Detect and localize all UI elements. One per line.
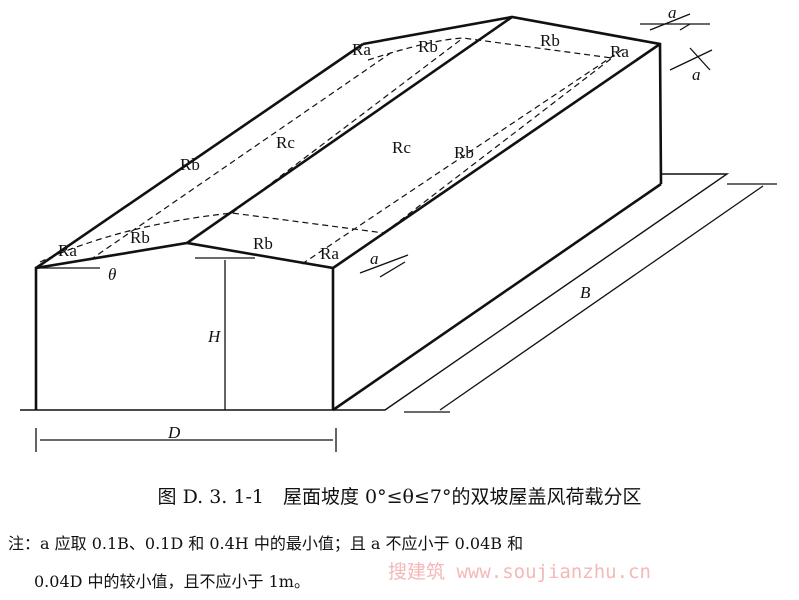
zone-label-rc: Rc	[392, 138, 411, 157]
theta-label: θ	[108, 265, 116, 284]
zone-label-rb: Rb	[454, 143, 474, 162]
note-line-1: 注：a 应取 0.1B、0.1D 和 0.4H 中的最小值；且 a 不应小于 0…	[8, 534, 524, 553]
note-line-2: 0.04D 中的较小值，且不应小于 1m。	[34, 572, 310, 591]
zone-boundaries	[39, 37, 626, 265]
ground-lines	[20, 173, 730, 411]
zone-label-rb: Rb	[540, 31, 560, 50]
zone-label-rb: Rb	[130, 228, 150, 247]
dimension-lines	[35, 13, 777, 452]
building-outline	[34, 15, 663, 412]
dim-a-label: a	[370, 249, 379, 268]
zone-label-ra: Ra	[610, 42, 629, 61]
watermark: 搜建筑 www.soujianzhu.cn	[388, 561, 651, 583]
zone-label-rb: Rb	[180, 155, 200, 174]
zone-label-rb: Rb	[253, 234, 273, 253]
zone-label-ra: Ra	[320, 244, 339, 263]
zone-label-ra: Ra	[58, 241, 77, 260]
zone-label-rc: Rc	[276, 133, 295, 152]
zone-label-rb: Rb	[418, 37, 438, 56]
figure-caption: 图 D. 3. 1-1 屋面坡度 0°≤θ≤7°的双坡屋盖风荷载分区	[157, 486, 642, 508]
zone-label-ra: Ra	[352, 40, 371, 59]
dim-d-label: D	[167, 423, 181, 442]
dim-h-label: H	[207, 327, 222, 346]
dim-a-label: a	[668, 3, 677, 22]
dim-b-label: B	[580, 283, 591, 302]
dim-a-label: a	[692, 65, 701, 84]
building-diagram: Ra Rb Rb Ra Rb Rc Rc Rb Ra Rb Rb Ra a a …	[20, 3, 777, 452]
